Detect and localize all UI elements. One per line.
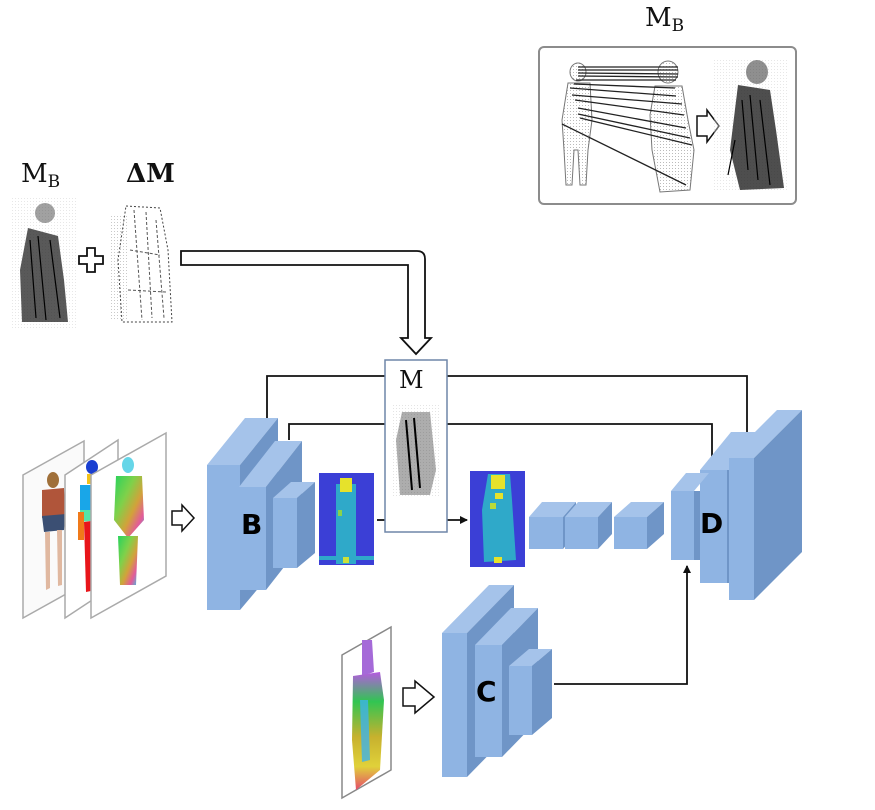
encoder-block-b: B xyxy=(207,418,315,610)
delta-m-label: ΔM xyxy=(126,159,175,189)
block-c-label: C xyxy=(476,675,497,708)
mb-vector-field xyxy=(714,58,788,191)
c-to-d-arrow xyxy=(554,565,691,685)
decoder-block-d: D xyxy=(671,410,802,600)
correspondence-lines xyxy=(561,66,693,186)
block-b-label: B xyxy=(241,508,262,541)
plus-icon xyxy=(78,247,104,273)
block-d-label: D xyxy=(700,507,723,540)
mb-top-label: MB xyxy=(645,3,684,36)
m-vector-field xyxy=(392,405,440,497)
hollow-arrow-icon xyxy=(171,503,196,533)
mb-plus-delta-group: MB ΔM xyxy=(12,159,434,356)
feature-heatmap-2 xyxy=(470,471,525,567)
condition-densepose-image xyxy=(341,625,392,800)
bottleneck-blocks xyxy=(529,502,664,549)
mb-left-label: MB xyxy=(21,159,60,192)
hollow-arrow-icon xyxy=(696,107,720,145)
hollow-bent-arrow-to-m xyxy=(180,250,434,356)
hollow-arrow-icon xyxy=(402,679,436,715)
feature-heatmap-1 xyxy=(319,473,374,565)
input-image-stack xyxy=(22,431,196,620)
skip-connection-outer xyxy=(266,375,747,455)
input-densepose-frame xyxy=(90,431,167,620)
skip-connections xyxy=(266,375,747,685)
condition-encoder-block-c: C xyxy=(442,585,552,777)
mb-vector-field-left xyxy=(12,196,76,330)
m-box-label: M xyxy=(399,366,424,394)
delta-m-vector-field xyxy=(111,205,173,323)
mb-correspondence-panel: MB xyxy=(538,3,797,205)
m-combined-motion-box: M xyxy=(384,359,448,533)
skip-connection-inner xyxy=(288,423,712,467)
